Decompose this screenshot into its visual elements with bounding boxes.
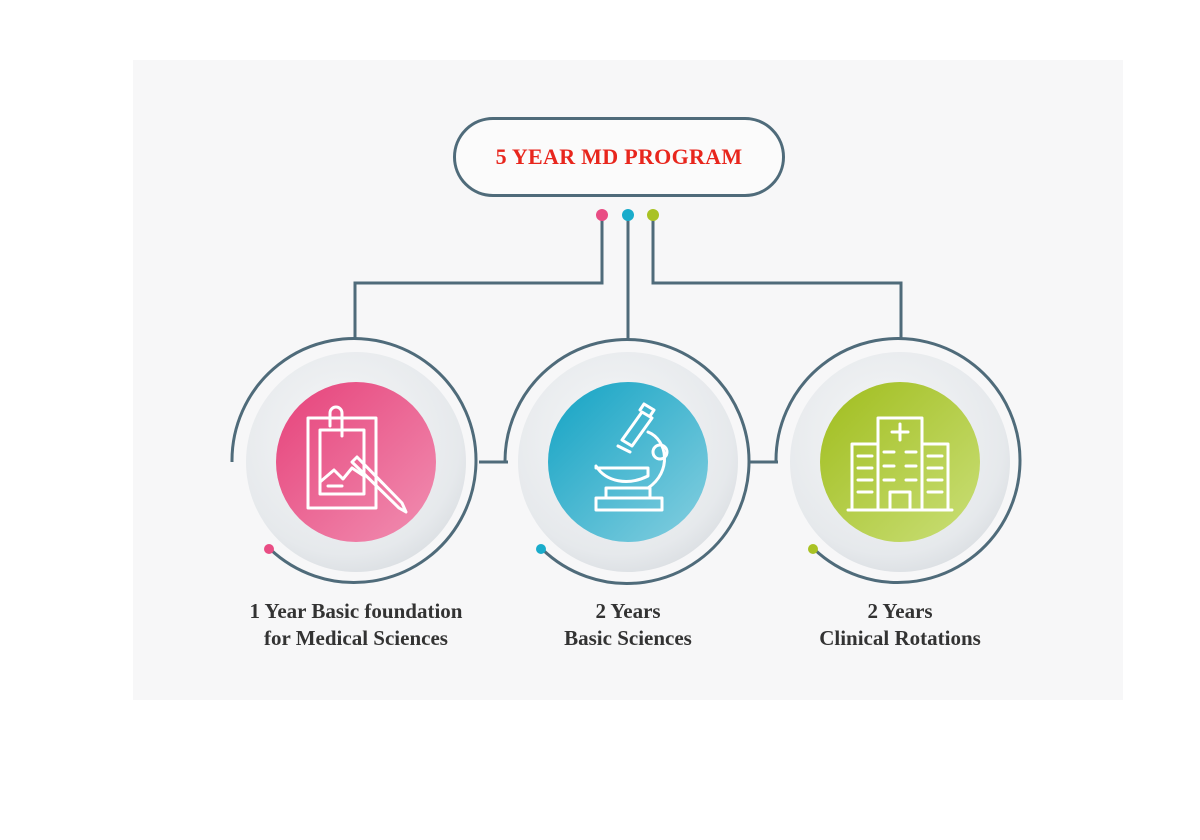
stage-2-caption-line2: Basic Sciences [564, 626, 692, 650]
stage-3-circle [820, 382, 980, 542]
stage-1-circle [276, 382, 436, 542]
stage-2-ring-dot [536, 544, 546, 554]
clipboard-pencil-icon [306, 405, 408, 514]
green-dot [647, 209, 659, 221]
stage-3-caption: 2 Years Clinical Rotations [740, 598, 1060, 652]
stage-2-circle [548, 382, 708, 542]
hospital-icon [846, 416, 954, 512]
connector-left [353, 220, 604, 340]
stage-3-ring-dot [808, 544, 818, 554]
stage-1-caption-line1: 1 Year Basic foundation [249, 599, 463, 623]
stage-2-caption-line1: 2 Years [595, 599, 661, 623]
connector-right [651, 220, 903, 340]
program-title-box: 5 YEAR MD PROGRAM [453, 117, 785, 197]
stage-3-caption-line1: 2 Years [867, 599, 933, 623]
stage-1-ring [230, 337, 478, 585]
pink-dot [596, 209, 608, 221]
stage-1-node [230, 337, 478, 585]
stage-3-ring [774, 337, 1022, 585]
stage-2-caption: 2 Years Basic Sciences [468, 598, 788, 652]
blue-dot [622, 209, 634, 221]
stage-2-ring [503, 337, 751, 585]
microscope-icon [594, 402, 669, 512]
stage-2-node [503, 337, 751, 585]
stage-3-node [774, 337, 1022, 585]
program-title: 5 YEAR MD PROGRAM [495, 144, 743, 169]
stage-1-caption: 1 Year Basic foundation for Medical Scie… [196, 598, 516, 652]
stage-1-caption-line2: for Medical Sciences [264, 626, 448, 650]
stage-3-caption-line2: Clinical Rotations [819, 626, 981, 650]
connector-lines [353, 220, 903, 464]
stage-1-ring-dot [264, 544, 274, 554]
